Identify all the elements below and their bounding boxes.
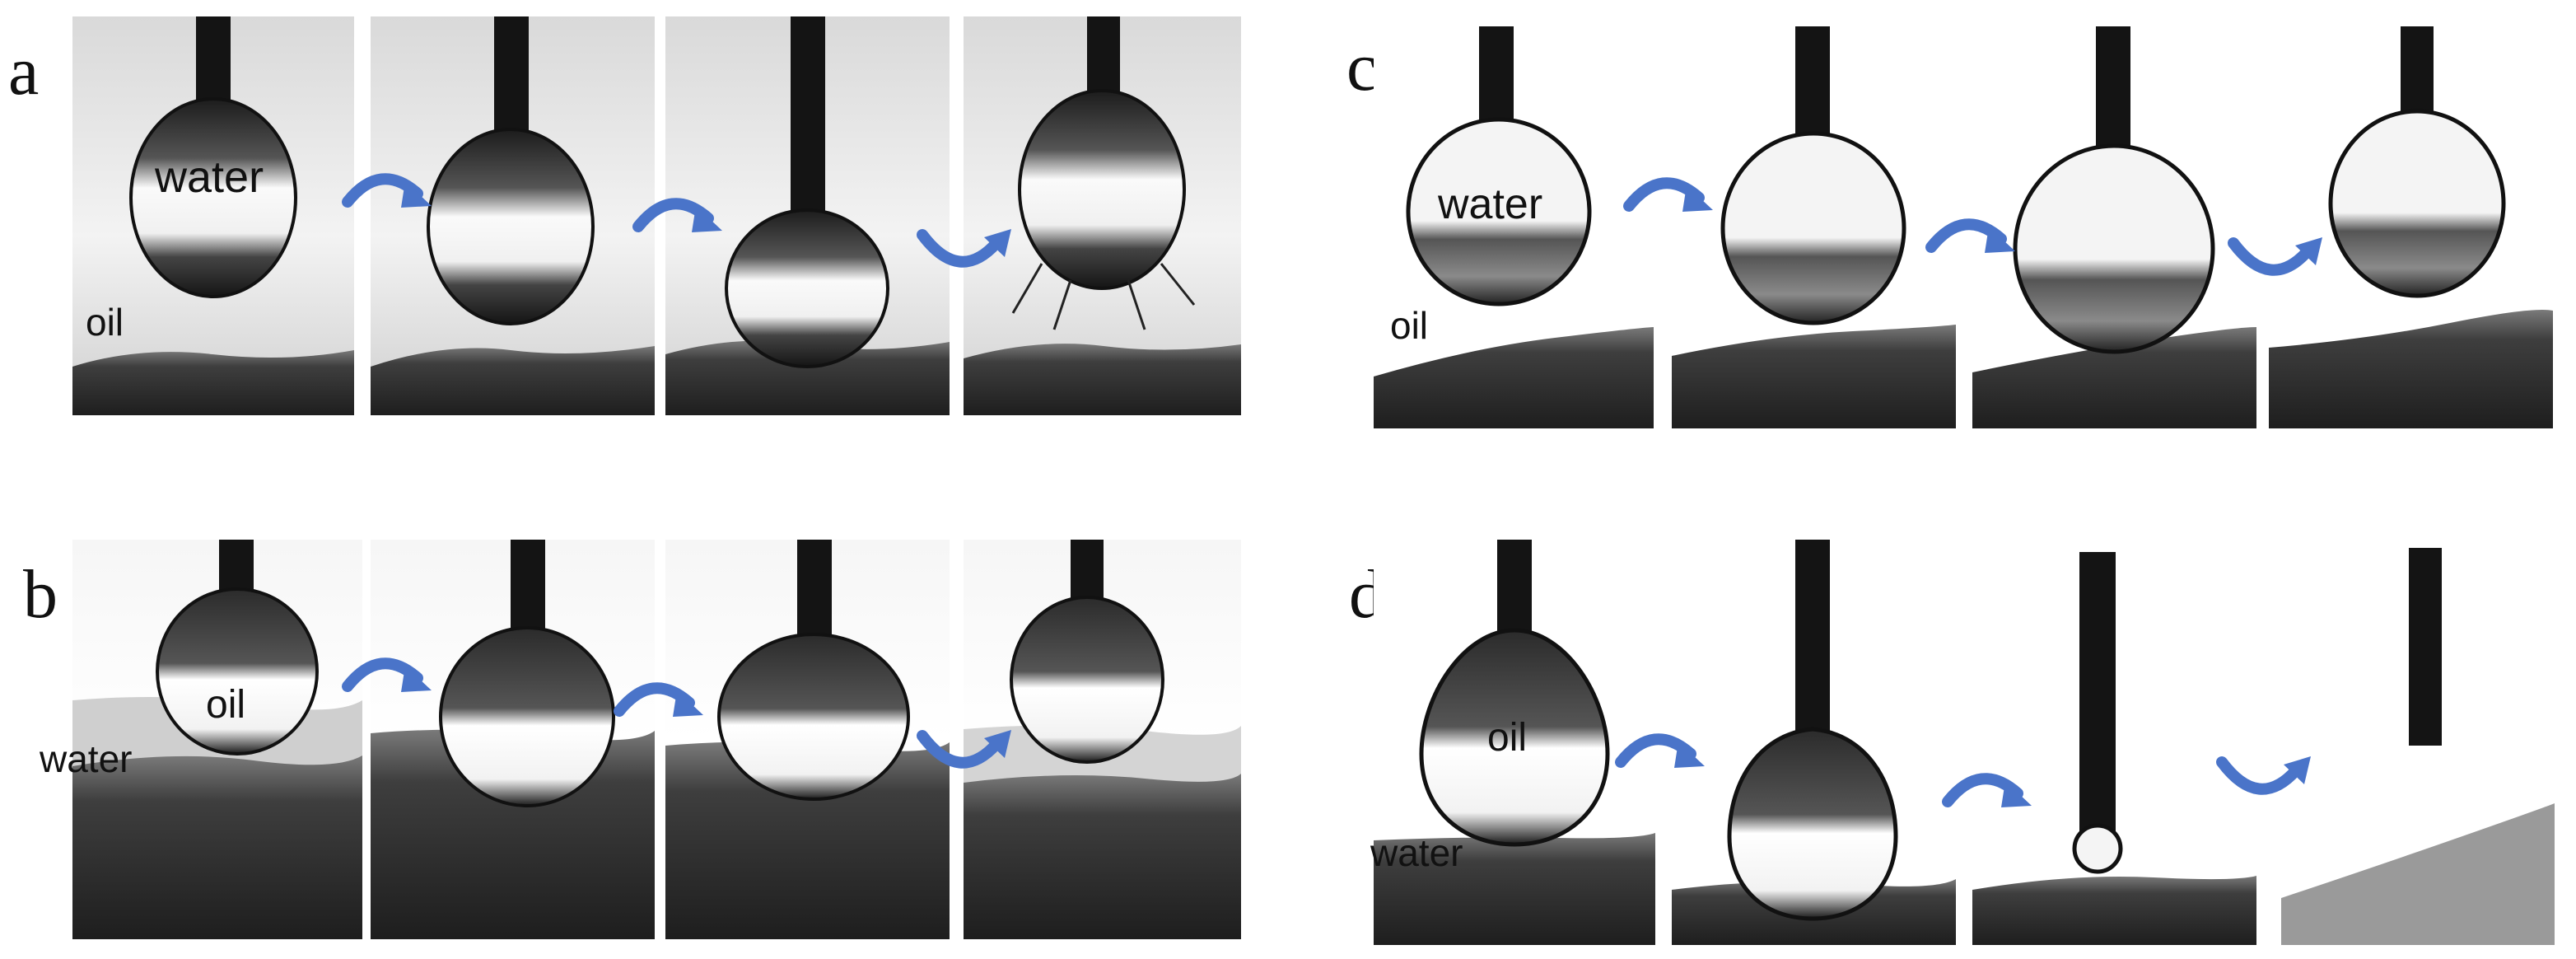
curved-arrow-icon bbox=[339, 641, 438, 707]
droplet-image bbox=[1972, 26, 2256, 428]
droplet-image bbox=[72, 540, 362, 939]
droplet-image bbox=[1374, 540, 1655, 945]
drop-label-water: water bbox=[155, 152, 264, 202]
drop-label-oil: oil bbox=[206, 683, 246, 727]
drop-label-oil: oil bbox=[1487, 716, 1528, 760]
medium-label-oil: oil bbox=[86, 301, 124, 344]
frame-d2 bbox=[1672, 540, 1956, 945]
droplet-image bbox=[964, 540, 1241, 939]
droplet-image bbox=[2269, 26, 2553, 428]
frame-d1 bbox=[1374, 540, 1655, 945]
medium-label-water: water bbox=[40, 737, 133, 780]
droplet-image bbox=[1972, 540, 2256, 945]
frame-b1 bbox=[72, 540, 362, 939]
curved-arrow-icon bbox=[611, 666, 710, 732]
panel-letter-b: b bbox=[23, 556, 58, 633]
frame-b4 bbox=[964, 540, 1241, 939]
curved-arrow-icon bbox=[1621, 161, 1720, 227]
frame-a2 bbox=[371, 16, 655, 415]
drop-label-water: water bbox=[1438, 180, 1543, 228]
frame-a4 bbox=[964, 16, 1241, 415]
droplet-image bbox=[1374, 26, 1654, 428]
frame-d4 bbox=[2281, 540, 2555, 945]
u-turn-arrow-icon bbox=[914, 222, 1013, 288]
curved-arrow-icon bbox=[1939, 756, 2038, 822]
droplet-image bbox=[964, 16, 1241, 415]
droplet-image bbox=[371, 16, 655, 415]
frame-b3 bbox=[665, 540, 950, 939]
frame-c2 bbox=[1672, 26, 1956, 428]
frame-c4 bbox=[2269, 26, 2553, 428]
droplet-image bbox=[2281, 540, 2555, 945]
droplet-image bbox=[1672, 540, 1956, 945]
droplet-image bbox=[371, 540, 655, 939]
u-turn-arrow-icon bbox=[2225, 231, 2324, 297]
droplet-image bbox=[72, 16, 354, 415]
droplet-image bbox=[1672, 26, 1956, 428]
frame-c3 bbox=[1972, 26, 2256, 428]
droplet-image bbox=[665, 540, 950, 939]
medium-label-oil: oil bbox=[1390, 304, 1429, 347]
panel-letter-c: c bbox=[1346, 29, 1378, 105]
droplet-image bbox=[665, 16, 950, 415]
curved-arrow-icon bbox=[1612, 717, 1711, 783]
medium-label-water: water bbox=[1370, 831, 1463, 874]
frame-b2 bbox=[371, 540, 655, 939]
u-turn-arrow-icon bbox=[2214, 750, 2312, 816]
frame-a1 bbox=[72, 16, 354, 415]
frame-a3 bbox=[665, 16, 950, 415]
curved-arrow-icon bbox=[1923, 202, 2022, 268]
curved-arrow-icon bbox=[630, 181, 729, 247]
curved-arrow-icon bbox=[339, 157, 438, 222]
u-turn-arrow-icon bbox=[914, 723, 1013, 789]
frame-d3 bbox=[1972, 540, 2256, 945]
frame-c1 bbox=[1374, 26, 1654, 428]
panel-letter-a: a bbox=[8, 33, 40, 110]
